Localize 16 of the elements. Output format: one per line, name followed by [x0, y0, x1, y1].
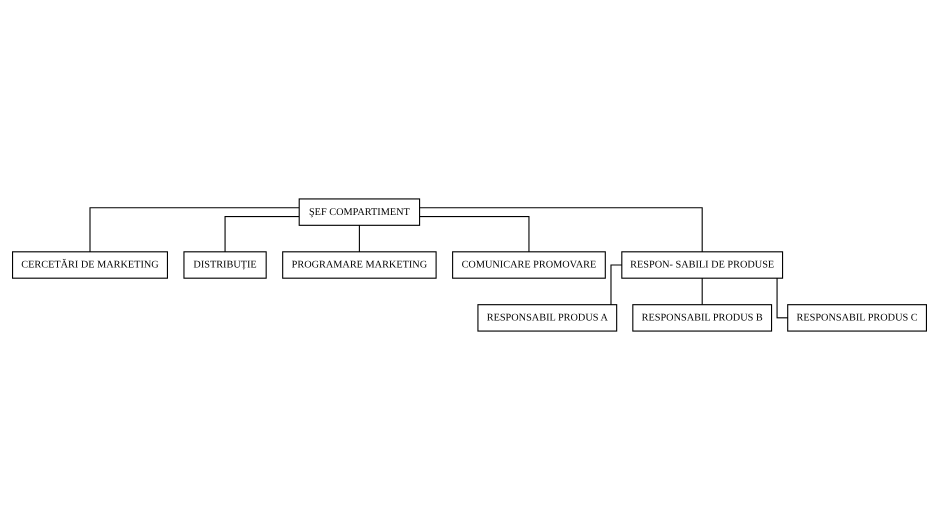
node-box: CERCETĂRI DE MARKETING	[12, 250, 168, 278]
connector	[420, 216, 530, 252]
connector	[89, 206, 299, 252]
node-box: PROGRAMARE MARKETING	[282, 250, 437, 278]
connector	[702, 278, 703, 304]
node-box: RESPONSABIL PRODUS A	[477, 304, 618, 332]
connector	[776, 278, 788, 318]
node-box: ŞEF COMPARTIMENT	[298, 198, 420, 226]
connector	[224, 216, 300, 252]
node-box: DISTRIBUȚIE	[183, 250, 267, 278]
connector	[420, 206, 703, 252]
node-box: RESPONSABIL PRODUS C	[787, 304, 927, 332]
node-box: RESPONSABIL PRODUS B	[632, 304, 772, 332]
connector	[358, 224, 360, 251]
node-box: COMUNICARE PROMOVARE	[452, 250, 606, 278]
node-box: RESPON- SABILI DE PRODUSE	[621, 250, 784, 278]
